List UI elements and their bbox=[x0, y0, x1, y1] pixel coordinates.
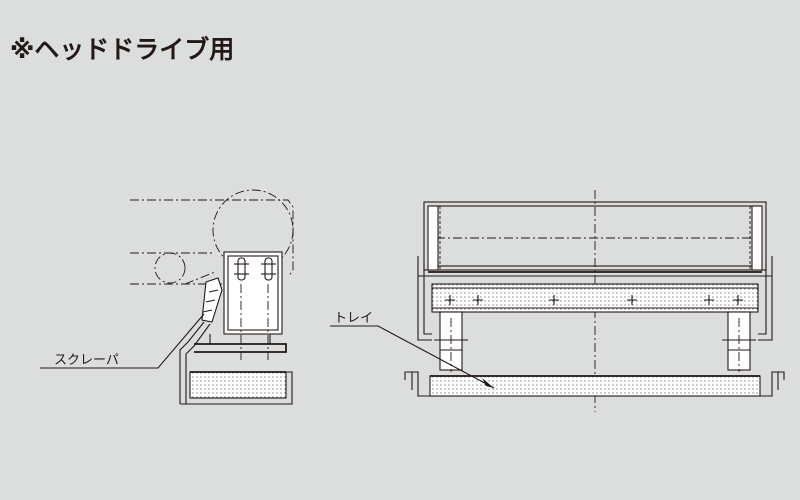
tray-label: トレイ bbox=[334, 311, 374, 326]
page-title: ※ヘッドドライブ用 bbox=[10, 35, 235, 64]
front-view bbox=[330, 190, 785, 412]
scraper-label: スクレーパ bbox=[54, 353, 119, 368]
scraper-blade bbox=[201, 277, 223, 323]
tray-side bbox=[180, 371, 293, 405]
side-view bbox=[40, 189, 294, 405]
frame-body bbox=[431, 283, 759, 313]
